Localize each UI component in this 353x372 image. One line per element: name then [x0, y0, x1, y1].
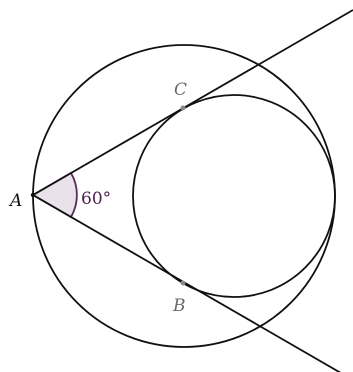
- point-b-label: B: [172, 296, 186, 316]
- point-a-label: A: [8, 191, 22, 211]
- angle-label: 60°: [81, 189, 111, 209]
- point-c-label: C: [174, 80, 187, 100]
- angle-sector: [31, 171, 78, 219]
- upper-tangent-line: [32, 9, 353, 196]
- point-a-marker: [30, 192, 36, 198]
- point-b-marker: [180, 280, 186, 286]
- inner-circle: [132, 94, 336, 298]
- lower-tangent-line: [32, 194, 341, 372]
- point-c-marker: [180, 105, 186, 111]
